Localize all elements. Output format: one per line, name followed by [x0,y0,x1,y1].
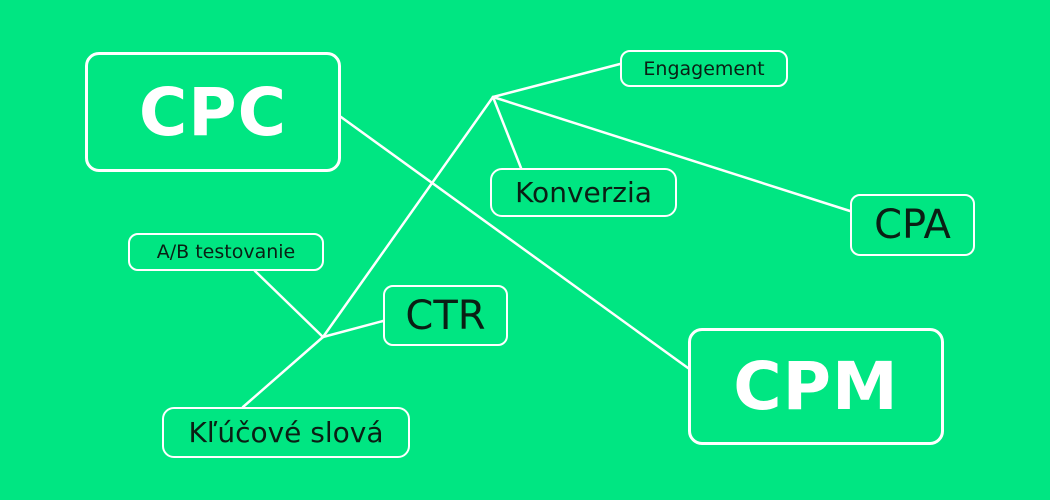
node-cpm: CPM [688,328,944,445]
node-ab-testovanie-label: A/B testovanie [156,241,296,263]
node-cpa: CPA [850,194,975,256]
edge-top-engagement [491,62,622,99]
edge-hub-top [321,95,495,339]
edge-cpc-cpm [339,115,690,370]
edge-hub-ctr [321,319,385,339]
node-engagement: Engagement [620,50,788,87]
node-ctr: CTR [383,285,508,346]
node-konverzia: Konverzia [490,168,677,217]
node-ctr-label: CTR [405,292,486,339]
edge-top-cpa [491,95,852,213]
node-klucove-slova: Kľúčové slová [162,407,410,458]
node-cpc-label: CPC [138,73,288,151]
edge-ab-hub [253,269,325,339]
node-engagement-label: Engagement [643,57,765,80]
node-konverzia-label: Konverzia [515,176,652,209]
node-cpc: CPC [85,52,341,172]
node-cpm-label: CPM [733,348,899,425]
edge-top-konverzia [491,95,523,170]
node-ab-testovanie: A/B testovanie [128,233,324,271]
node-cpa-label: CPA [874,202,951,248]
edge-klucove-hub [241,335,325,409]
node-klucove-slova-label: Kľúčové slová [188,416,384,449]
